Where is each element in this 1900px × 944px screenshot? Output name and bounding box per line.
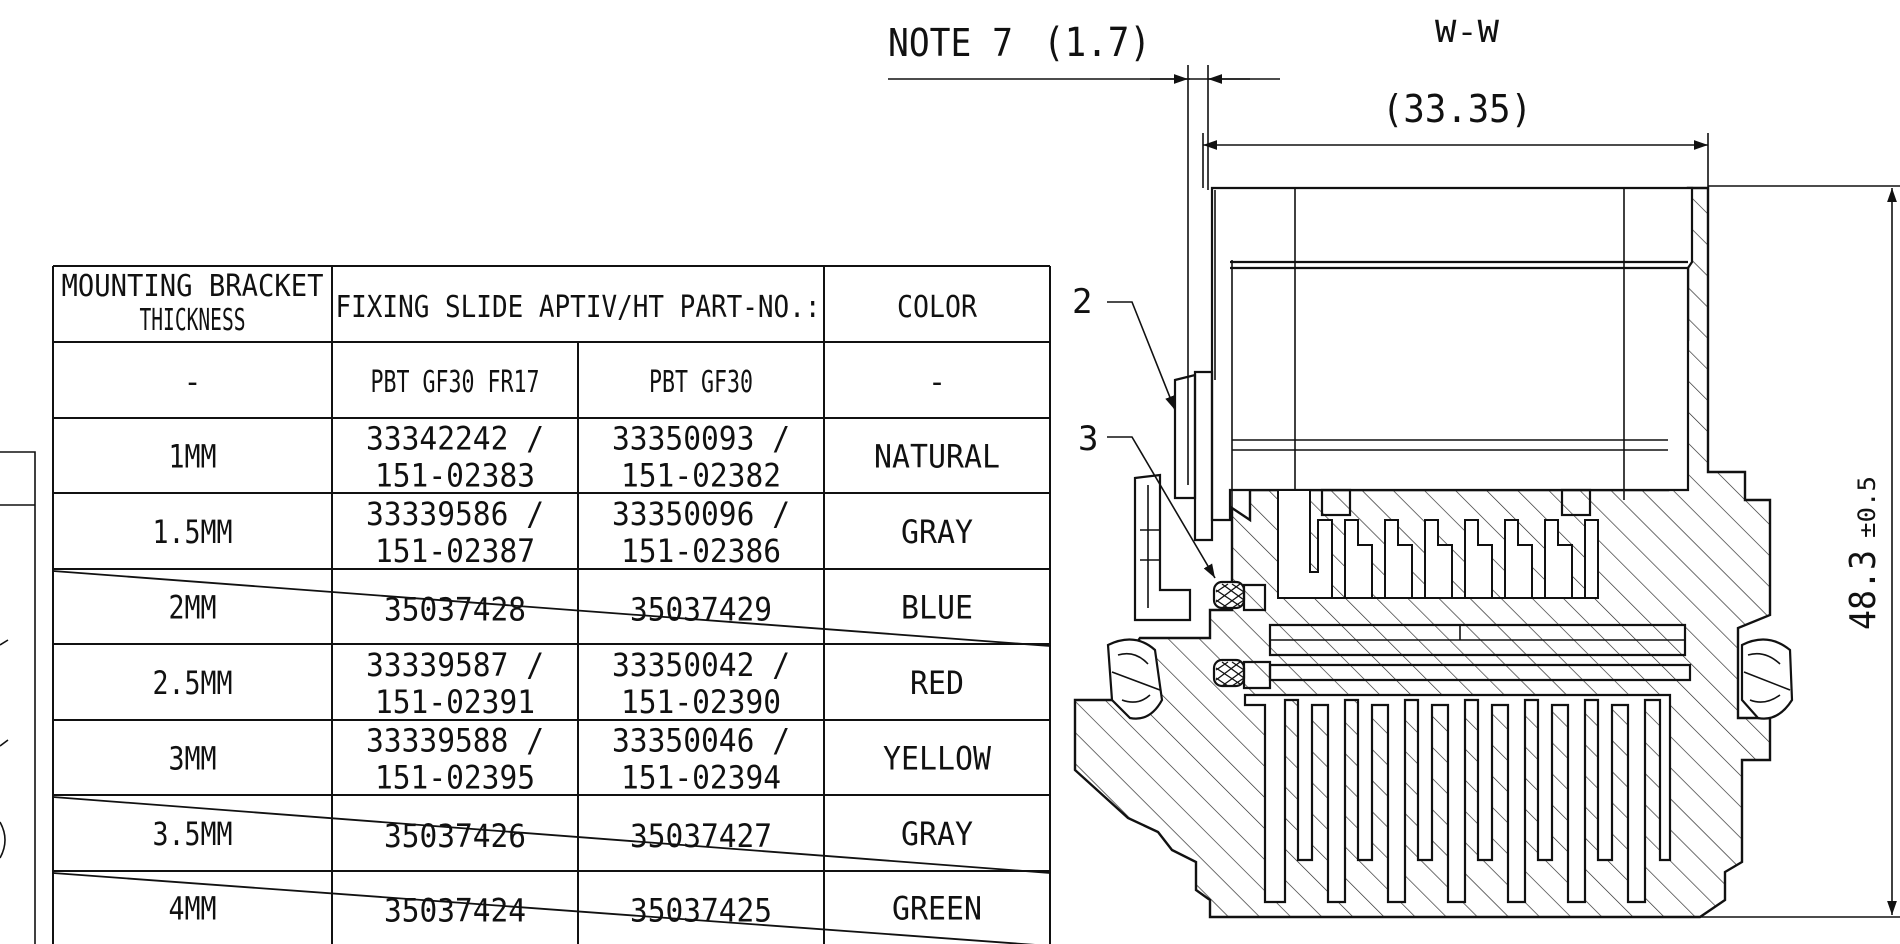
row-color: NATURAL [874, 438, 1000, 476]
row-thickness: 1MM [169, 438, 217, 476]
row-thickness: 4MM [169, 890, 217, 928]
row-part-number: 35037429 [630, 591, 772, 629]
row-part-number: 35037428 [384, 591, 526, 629]
row-part-number: 35037426 [384, 817, 526, 855]
row-part-number: 151-02386 [621, 532, 781, 570]
lower-contact-comb [1243, 693, 1672, 904]
row-thickness: 1.5MM [153, 513, 233, 551]
row-part-number: 33339586 / [366, 495, 544, 533]
callout-2-leader [1107, 301, 1176, 411]
row-part-number: 151-02383 [375, 457, 535, 495]
header-color: COLOR [897, 290, 978, 325]
plug-upper-cavity [1210, 186, 1694, 522]
dimension-annotations: W-W NOTE 7 (1.7) (33.35) 48.3 ±0.5 2 3 [888, 15, 1900, 918]
row-part-number: 33342242 / [366, 420, 544, 458]
table-grid [52, 265, 1051, 944]
section-view-connector [1073, 186, 1794, 919]
row-thickness: 3MM [169, 740, 217, 778]
section-label: W-W [1435, 15, 1500, 50]
note-label: NOTE 7 [888, 21, 1013, 65]
header-part-no: FIXING SLIDE APTIV/HT PART-NO.: [336, 290, 821, 325]
partial-view-left-edge [0, 451, 36, 944]
row-color: GRAY [901, 815, 973, 853]
subheader-cell: - [928, 365, 946, 400]
row-part-number: 33339588 / [366, 722, 544, 760]
row-part-number: 151-02395 [375, 759, 535, 797]
callout-2: 2 [1072, 282, 1092, 322]
row-color: RED [910, 664, 964, 702]
row-part-number: 151-02382 [621, 457, 781, 495]
row-part-number: 33350093 / [612, 420, 790, 458]
width-dimension: (33.35) [1382, 87, 1532, 131]
callout-3-leader [1107, 436, 1216, 579]
row-part-number: 35037424 [384, 892, 526, 930]
row-color: YELLOW [883, 740, 992, 778]
row-strike-line [52, 796, 1051, 874]
height-tolerance: ±0.5 [1853, 476, 1881, 538]
row-part-number: 151-02387 [375, 532, 535, 570]
subheader-cell: - [183, 365, 201, 400]
header-thickness-line2: THICKNESS [140, 303, 246, 338]
upper-contact-comb [1277, 489, 1599, 599]
row-strike-line [52, 570, 1051, 647]
subheader-cell: PBT GF30 FR17 [371, 365, 540, 400]
row-strike-line [52, 872, 1036, 944]
side-seal-right [1740, 638, 1794, 720]
header-thickness-line1: MOUNTING BRACKET [62, 269, 324, 304]
row-part-number: 151-02391 [375, 683, 535, 721]
row-part-number: 33350046 / [612, 722, 790, 760]
note-dimension: (1.7) [1043, 20, 1151, 66]
callout-3: 3 [1078, 419, 1098, 459]
row-thickness: 2MM [169, 589, 217, 627]
row-part-number: 35037427 [630, 817, 772, 855]
row-part-number: 151-02394 [621, 759, 781, 797]
side-seal-left [1106, 638, 1164, 720]
row-part-number: 151-02390 [621, 683, 781, 721]
row-part-number: 33350042 / [612, 646, 790, 684]
row-part-number: 33350096 / [612, 495, 790, 533]
row-color: BLUE [901, 589, 973, 627]
row-part-number: 33339587 / [366, 646, 544, 684]
height-dimension: 48.3 [1843, 550, 1884, 630]
row-part-number: 35037425 [630, 892, 772, 930]
housing-hatched-body [1073, 186, 1772, 919]
row-thickness: 2.5MM [153, 664, 233, 702]
subheader-cell: PBT GF30 [649, 365, 753, 400]
row-thickness: 3.5MM [153, 815, 233, 853]
row-color: GREEN [892, 890, 982, 928]
row-color: GRAY [901, 513, 973, 551]
